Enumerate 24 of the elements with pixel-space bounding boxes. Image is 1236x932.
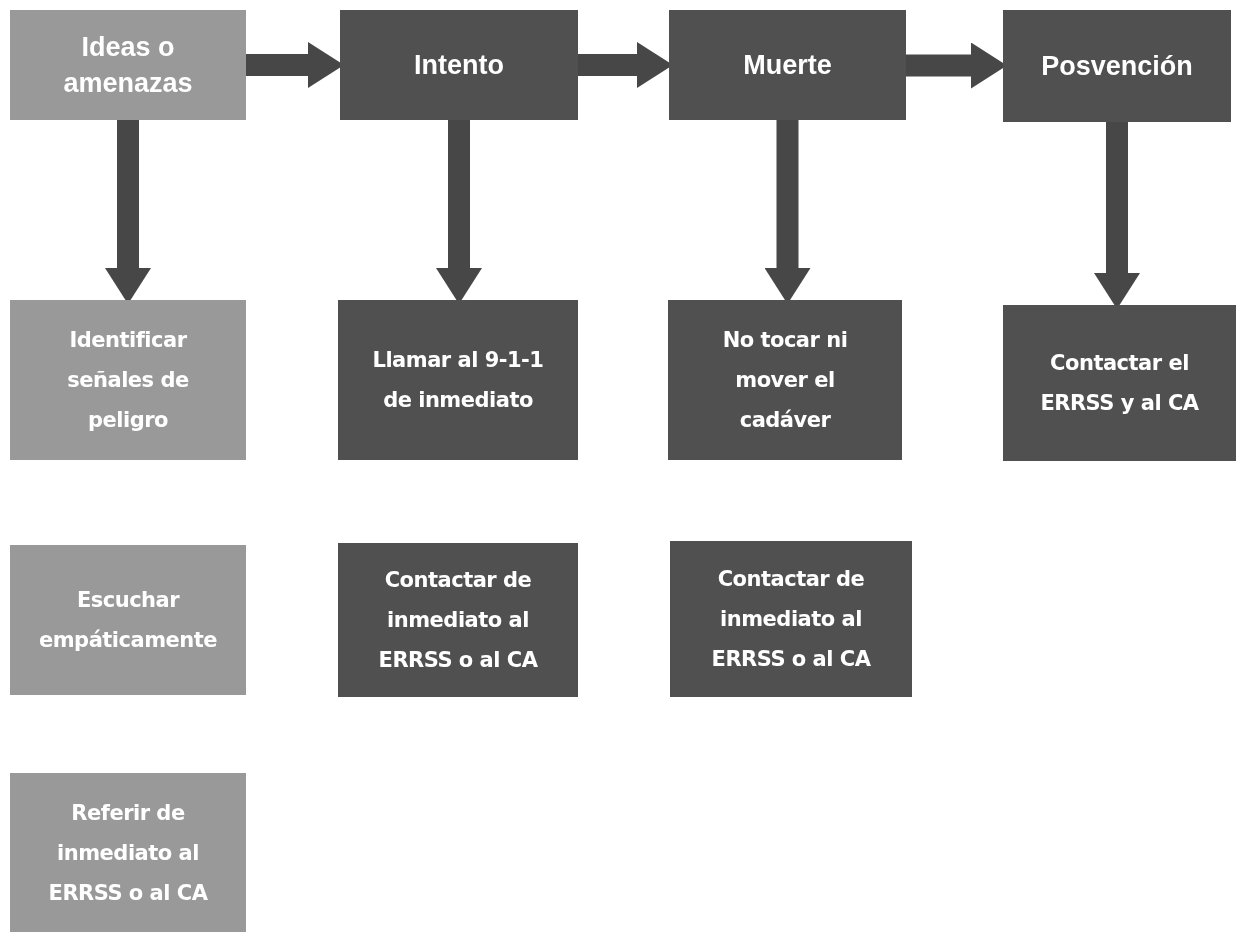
stage-title: Muerte bbox=[743, 49, 832, 82]
action-text: No tocar ni mover el cadáver bbox=[721, 327, 849, 434]
action-text: Escuchar empáticamente bbox=[39, 587, 218, 654]
step-box-light bbox=[10, 773, 246, 932]
step-box-dark bbox=[340, 10, 578, 120]
action-text: Contactar de inmediato al ERRSS o al CA bbox=[377, 567, 539, 674]
step-box-dark bbox=[670, 541, 912, 697]
step-box-dark bbox=[668, 300, 902, 460]
step-box-dark bbox=[338, 543, 578, 697]
step-box-light bbox=[10, 300, 246, 460]
step-box-light bbox=[10, 10, 246, 120]
step-box-dark bbox=[1003, 10, 1231, 122]
step-box-dark bbox=[669, 10, 906, 120]
step-box-dark bbox=[338, 300, 578, 460]
stage-title: Ideas o amenazas bbox=[62, 31, 194, 100]
action-text: Identificar señales de peligro bbox=[66, 327, 190, 434]
action-text: Llamar al 9-1-1 de inmediato bbox=[371, 347, 545, 414]
action-text: Referir de inmediato al ERRSS o al CA bbox=[47, 799, 209, 907]
step-box-dark bbox=[1003, 305, 1236, 461]
step-box-light bbox=[10, 545, 246, 695]
stage-title: Intento bbox=[414, 49, 504, 82]
action-text: Contactar el ERRSS y al CA bbox=[1039, 350, 1200, 417]
action-text: Contactar de inmediato al ERRSS o al CA bbox=[710, 566, 872, 673]
stage-title: Posvención bbox=[1041, 50, 1193, 83]
